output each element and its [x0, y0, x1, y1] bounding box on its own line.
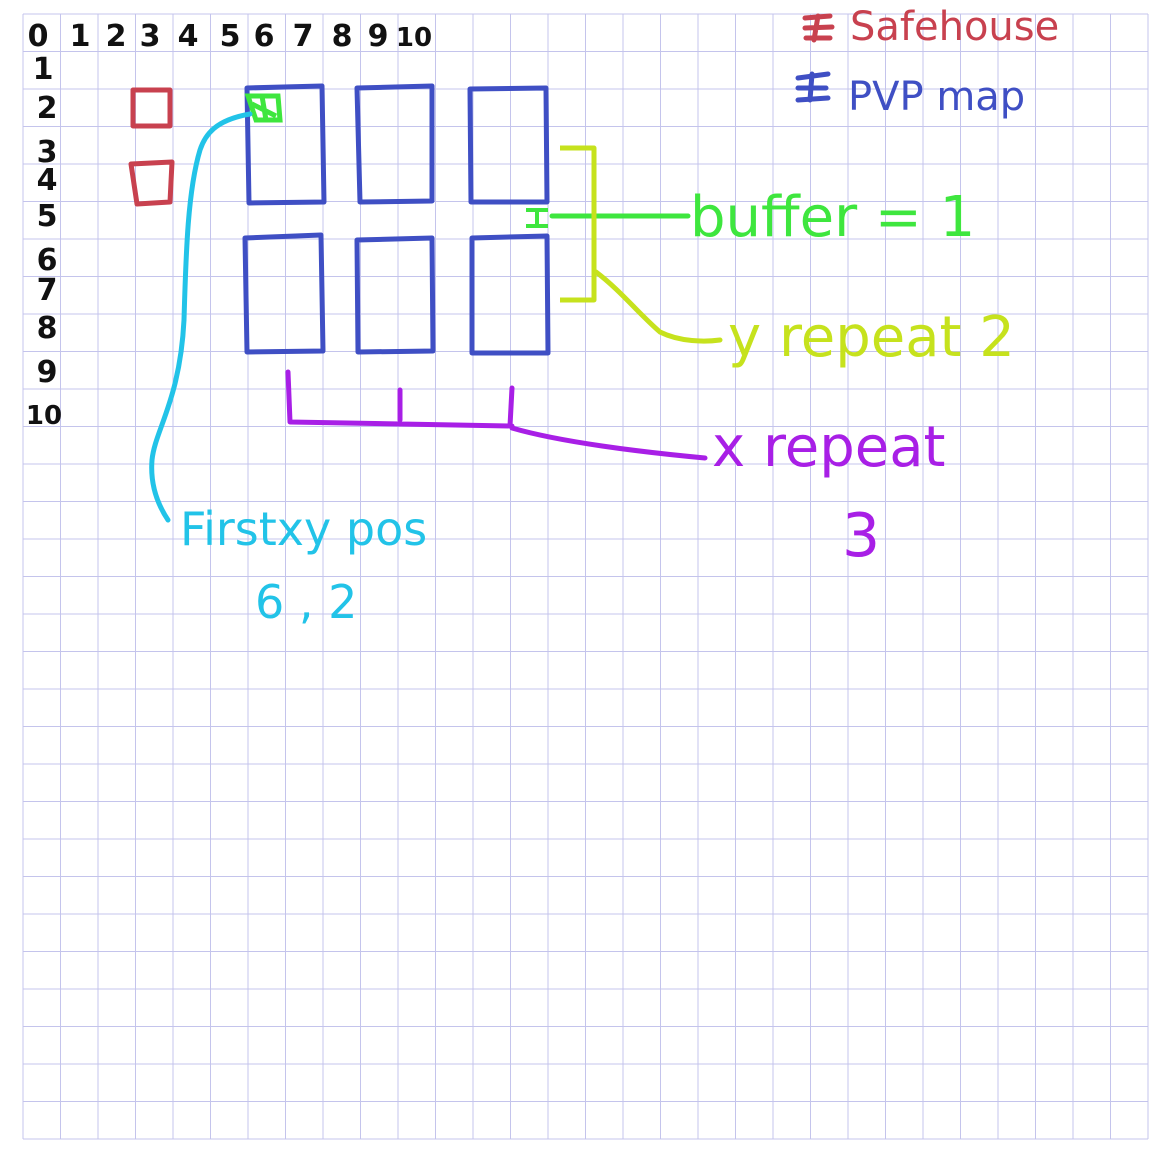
buffer-label: buffer = 1: [690, 185, 975, 250]
pvp-map-r2c3: [469, 233, 551, 356]
y-axis-labels: 1 2 3 4 5 6 7 8 9 10: [26, 52, 62, 431]
pvp-map-r2c1: [242, 232, 326, 355]
x-repeat-label: x repeat: [712, 415, 945, 480]
y-label-9: 9: [37, 355, 58, 390]
legend-pvp-label: PVP map: [848, 74, 1025, 120]
x-label-8: 8: [332, 19, 353, 54]
y-repeat-label: y repeat 2: [728, 305, 1015, 370]
safehouse-1: [130, 87, 173, 129]
legend-pvp-icon: [795, 71, 831, 103]
pvp-map-r1c2: [354, 83, 435, 205]
x-label-5: 5: [220, 19, 241, 54]
x-label-6: 6: [254, 19, 275, 54]
first-position-marker: [244, 93, 283, 123]
graph-paper-grid: [22, 13, 1149, 1140]
y-label-6: 6: [37, 243, 58, 278]
x-label-4: 4: [178, 19, 199, 54]
x-label-2: 2: [106, 19, 127, 54]
first-pos-value: 6 , 2: [255, 575, 357, 629]
x-label-10: 10: [396, 23, 432, 53]
x-label-1: 1: [70, 19, 91, 54]
y-label-5: 5: [37, 199, 58, 234]
y-label-8: 8: [37, 311, 58, 346]
x-repeat-count: 3: [842, 501, 880, 571]
pvp-map-r1c3: [467, 85, 550, 205]
y-label-3: 3: [37, 135, 58, 170]
y-label-10: 10: [26, 401, 62, 431]
buffer-annotation: buffer = 1: [526, 185, 975, 250]
x-label-0: 0: [28, 19, 49, 54]
x-label-9: 9: [368, 19, 389, 54]
legend-safehouse-icon: [802, 13, 835, 43]
x-repeat-annotation: x repeat 3: [285, 369, 945, 571]
legend: Safehouse PVP map: [795, 4, 1059, 120]
first-pos-annotation: Firstxy pos 6 , 2: [149, 111, 427, 629]
legend-safehouse-label: Safehouse: [850, 4, 1059, 50]
pvp-map-r2c2: [354, 235, 436, 355]
x-label-7: 7: [293, 19, 314, 54]
pvp-maps: [242, 83, 551, 356]
x-axis-labels: 0 1 2 3 4 5 6 7 8 9 10: [28, 19, 433, 54]
pvp-map-r1c1: [244, 83, 327, 206]
y-label-2: 2: [37, 91, 58, 126]
y-label-4: 4: [37, 163, 58, 198]
first-pos-title: Firstxy pos: [180, 502, 427, 556]
safehouse-2: [128, 159, 175, 207]
y-label-1: 1: [33, 52, 54, 87]
y-label-7: 7: [37, 273, 58, 308]
y-repeat-annotation: y repeat 2: [560, 145, 1015, 370]
x-label-3: 3: [140, 19, 161, 54]
safehouses: [128, 87, 175, 207]
